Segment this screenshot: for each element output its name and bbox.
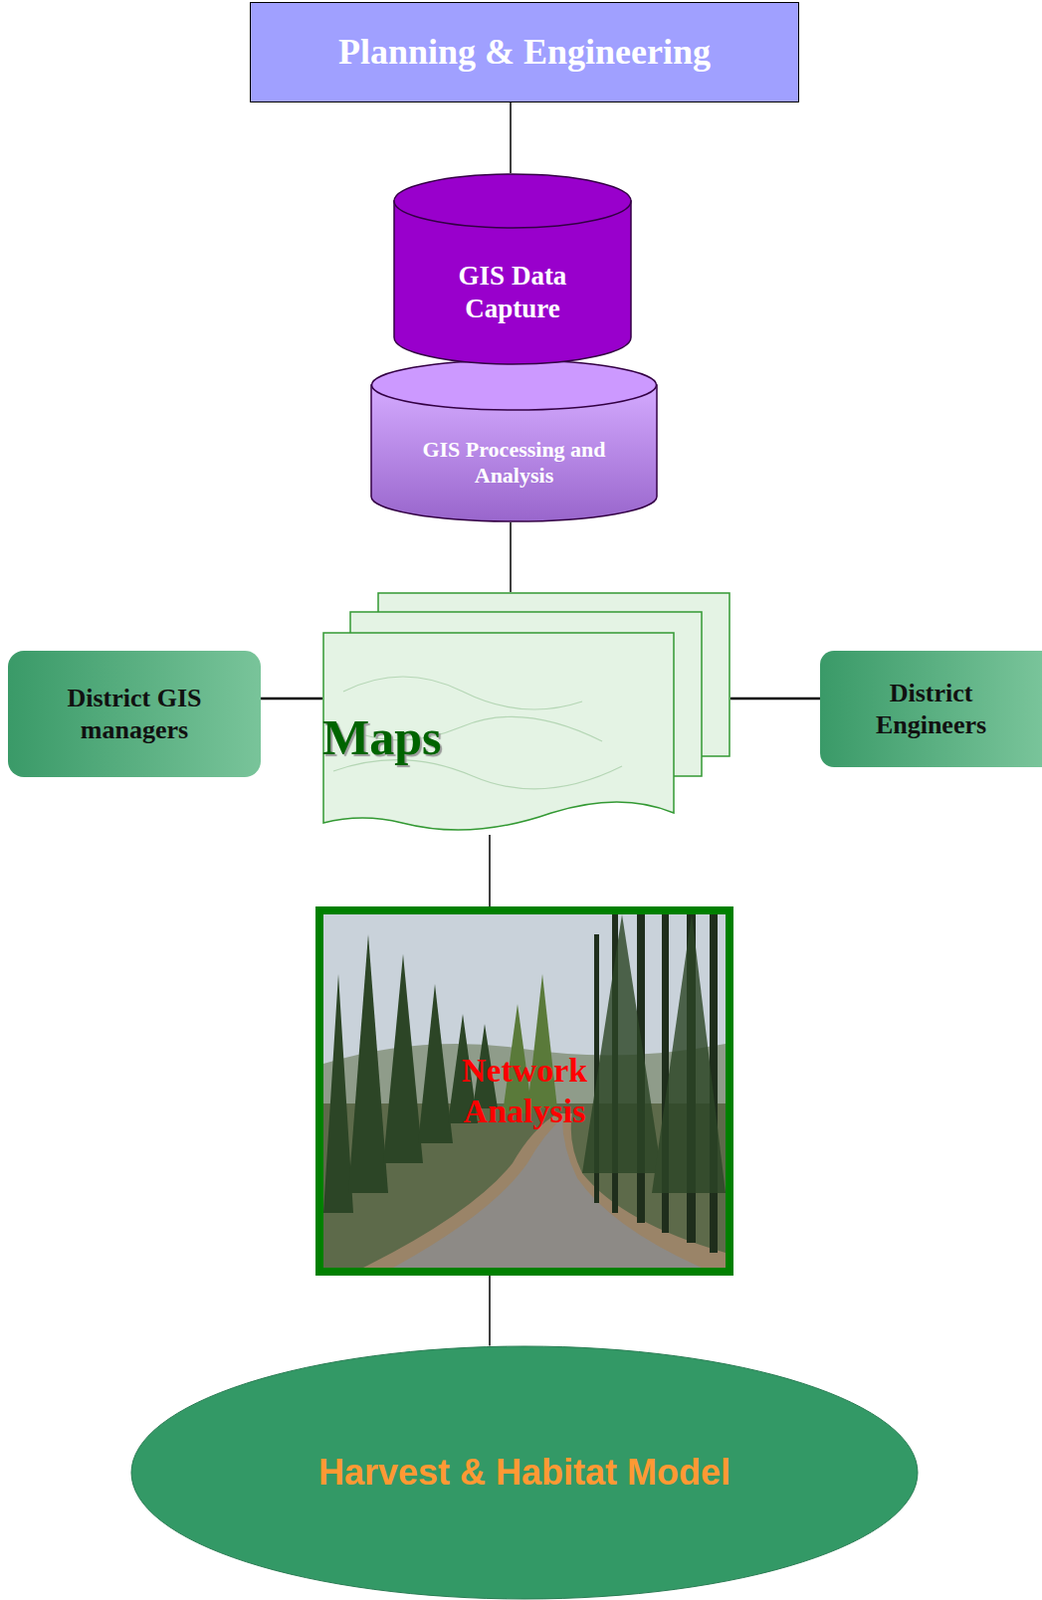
connector-line	[488, 1275, 491, 1347]
connector-line	[730, 697, 821, 701]
photo-box-outline	[323, 914, 726, 1268]
database-cylinder: GIS Data Capture	[393, 173, 632, 366]
connector-line	[509, 522, 512, 593]
role-box: District GIS managers	[7, 650, 261, 778]
role-box: District Engineers	[820, 650, 1042, 768]
node-label: Planning & Engineering	[338, 30, 711, 74]
node-label: Network Analysis	[424, 1050, 625, 1133]
node-label: Maps	[322, 707, 441, 768]
node-label: Harvest & Habitat Model	[318, 1451, 731, 1494]
node-label: District GIS managers	[39, 682, 229, 745]
database-cylinder: GIS Processing and Analysis	[370, 359, 658, 523]
node-label: District Engineers	[851, 677, 1012, 740]
connector-line	[509, 102, 512, 174]
connector-line	[260, 697, 323, 701]
photo-box: Network Analysis	[315, 906, 734, 1276]
connector-line	[488, 834, 491, 907]
node-label: GIS Data Capture	[432, 259, 593, 325]
document-stack: Maps	[322, 592, 731, 835]
process-box: Planning & Engineering	[249, 1, 800, 103]
node-label: GIS Processing and Analysis	[415, 436, 615, 490]
model-ellipse: Harvest & Habitat Model	[130, 1345, 919, 1600]
